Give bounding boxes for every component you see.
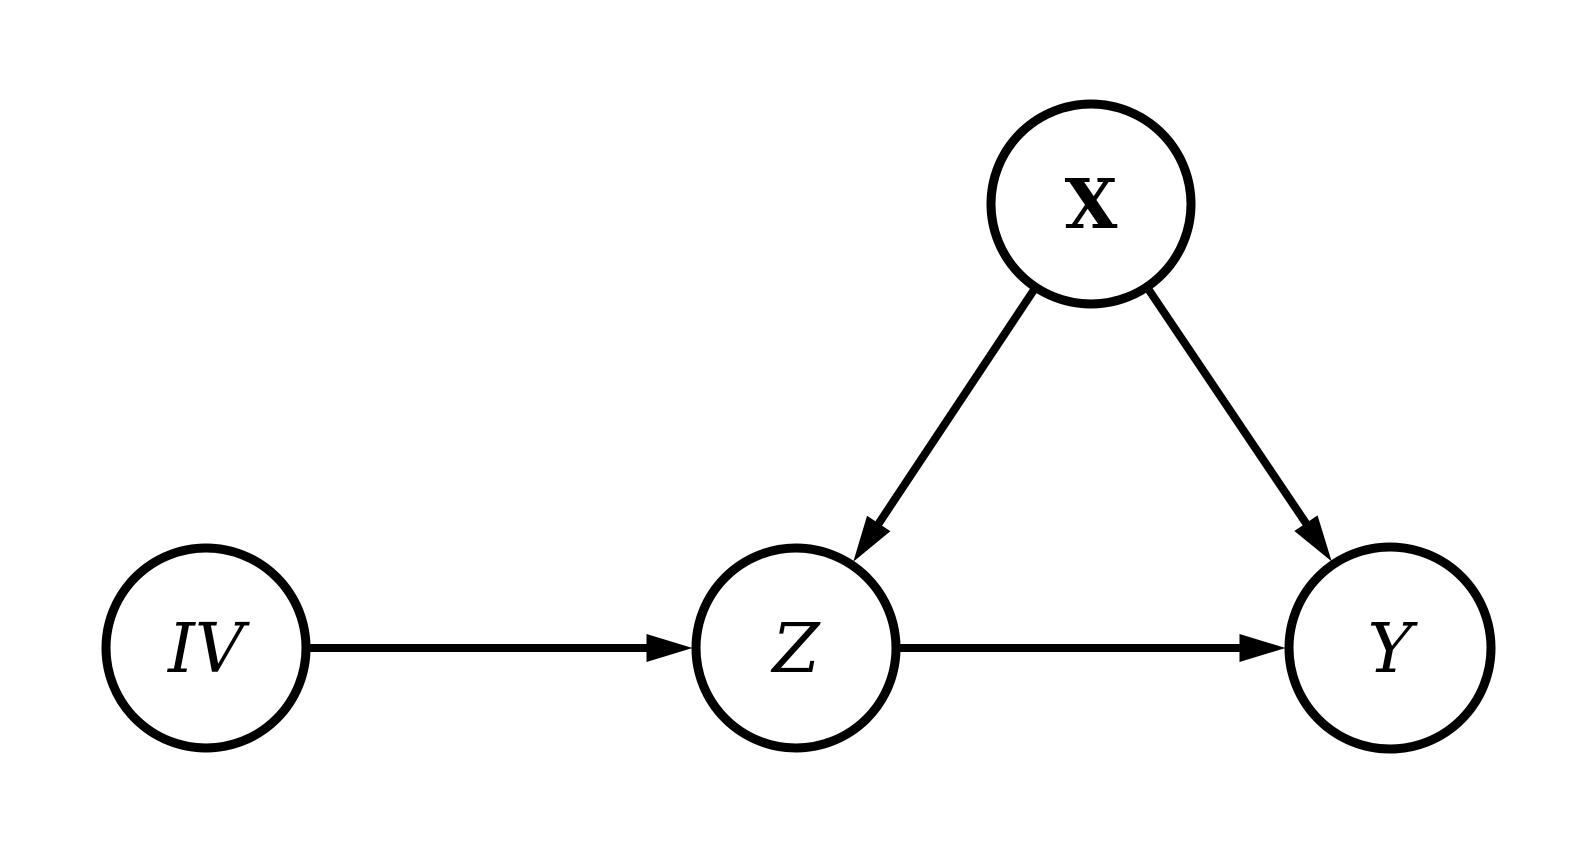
edge-x-y bbox=[1143, 284, 1332, 562]
edge-iv-z bbox=[306, 634, 693, 662]
node-z-circle bbox=[691, 543, 901, 753]
node-x: X bbox=[986, 99, 1196, 309]
node-y-label: Y bbox=[1368, 610, 1419, 689]
node-iv: IV bbox=[101, 543, 311, 753]
edge-x-z-arrowhead-icon bbox=[853, 515, 891, 562]
edge-x-y-line bbox=[1143, 284, 1311, 528]
edge-iv-z-arrowhead-icon bbox=[646, 634, 693, 662]
edge-z-y bbox=[896, 634, 1286, 662]
node-z: Z bbox=[691, 543, 901, 753]
node-iv-label: IV bbox=[166, 610, 250, 689]
node-y-circle bbox=[1284, 542, 1496, 754]
edge-x-z bbox=[853, 285, 1039, 562]
node-y: Y bbox=[1284, 542, 1496, 754]
node-z-label: Z bbox=[770, 610, 821, 689]
node-iv-circle bbox=[101, 543, 311, 753]
node-x-circle bbox=[986, 99, 1196, 309]
edge-x-y-arrowhead-icon bbox=[1294, 515, 1332, 562]
edge-x-z-line bbox=[874, 285, 1039, 528]
node-x-label: X bbox=[1065, 165, 1118, 245]
edge-z-y-arrowhead-icon bbox=[1239, 634, 1286, 662]
